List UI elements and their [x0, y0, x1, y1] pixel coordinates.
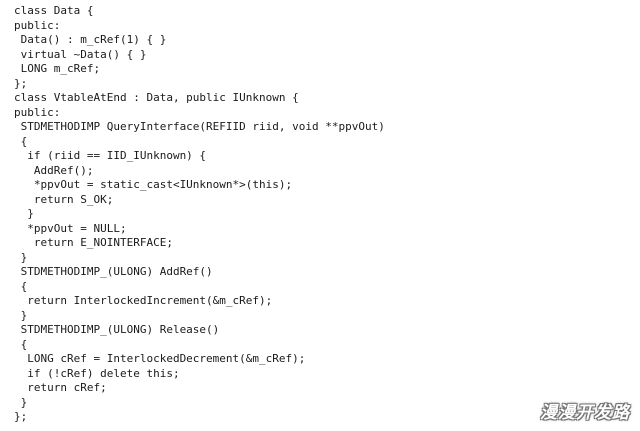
code-line: *ppvOut = NULL; — [14, 221, 127, 235]
code-line: AddRef(); — [14, 163, 94, 177]
code-line: virtual ~Data() { } — [14, 47, 147, 61]
code-line: LONG m_cRef; — [14, 62, 101, 75]
code-line: return E_NOINTERFACE; — [14, 236, 173, 249]
code-line: { — [14, 337, 28, 351]
code-line: } — [14, 250, 28, 264]
code-listing: class Data {public: Data() : m_cRef(1) {… — [14, 4, 385, 425]
code-line: LONG cRef = InterlockedDecrement(&m_cRef… — [14, 352, 306, 365]
code-line: class Data { — [14, 4, 94, 17]
code-line: if (!cRef) delete this; — [14, 366, 180, 380]
code-line: } — [14, 395, 28, 409]
code-line: }; — [14, 76, 28, 90]
code-line: *ppvOut = static_cast<IUnknown*>(this); — [14, 178, 293, 191]
code-line: }; — [14, 410, 28, 423]
code-line: if (riid == IID_IUnknown) { — [14, 149, 207, 162]
code-line: Data() : m_cRef(1) { } — [14, 33, 167, 46]
code-line: STDMETHODIMP QueryInterface(REFIID riid,… — [14, 120, 385, 133]
code-line: } — [14, 207, 34, 220]
code-line: } — [14, 308, 28, 322]
code-line: STDMETHODIMP_(ULONG) AddRef() — [14, 265, 213, 278]
code-line: { — [14, 279, 28, 293]
watermark-logo: 漫漫开发路 — [540, 403, 630, 423]
code-line: STDMETHODIMP_(ULONG) Release() — [14, 323, 220, 336]
code-line: public: — [14, 18, 61, 32]
code-line: return InterlockedIncrement(&m_cRef); — [14, 294, 273, 307]
code-line: return cRef; — [14, 381, 107, 394]
code-line: class VtableAtEnd : Data, public IUnknow… — [14, 91, 299, 104]
code-line: { — [14, 134, 28, 148]
code-line: public: — [14, 105, 61, 119]
code-line: return S_OK; — [14, 192, 114, 206]
